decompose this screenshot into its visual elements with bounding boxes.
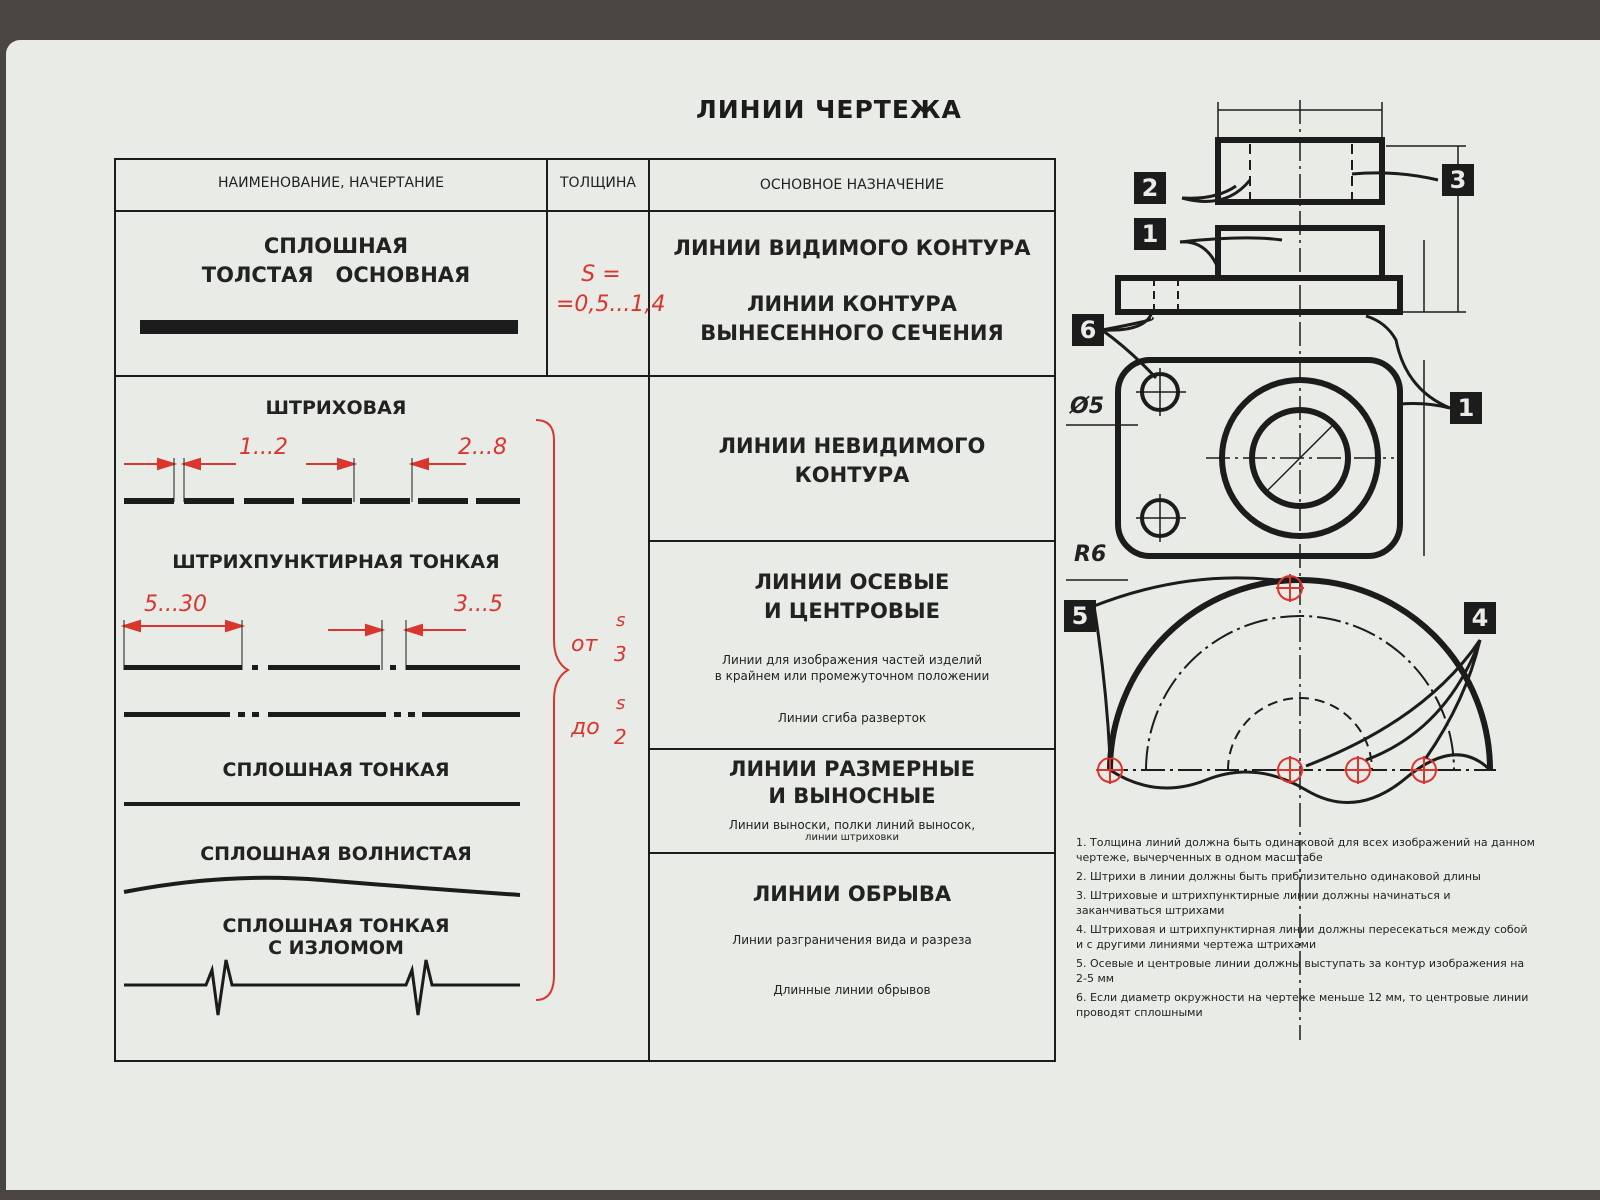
thin-thickness-s1: s [616,610,626,631]
dashed-dim1: 1...2 [239,435,288,460]
thin-thickness-d2: 2 [614,725,627,749]
wavy-name: СПЛОШНАЯ ВОЛНИСТАЯ [200,843,472,865]
thin-thickness-to: до [571,715,600,740]
header-thickness: ТОЛЩИНА [560,175,636,191]
purpose-section-contour: ЛИНИИ КОНТУРА ВЫНЕСЕННОГО СЕЧЕНИЯ [700,292,1004,345]
purpose-axial-lines: ЛИНИИ ОСЕВЫЕ И ЦЕНТРОВЫЕ [754,570,950,623]
line-types-table: НАИМЕНОВАНИЕ, НАЧЕРТАНИЕ ТОЛЩИНА ОСНОВНО… [114,158,1056,1062]
note-3: 3. Штриховые и штрихпунктирные линии дол… [1076,889,1451,917]
label-1-side: 1 [1450,392,1482,424]
purpose-visible-contour: ЛИНИИ ВИДИМОГО КОНТУРА [673,236,1031,260]
thin-thickness-d3: 3 [614,642,627,666]
dashdot-dim2: 3...5 [454,592,503,617]
dashdot-dim1: 5...30 [144,592,207,617]
diameter-label: Ø5 [1070,394,1105,419]
solid-thin-name: СПЛОШНАЯ ТОНКАЯ [222,759,450,781]
label-6: 6 [1072,314,1104,346]
poster-title: ЛИНИИ ЧЕРТЕЖА [696,95,962,124]
purpose-dimension-lines: ЛИНИИ РАЗМЕРНЫЕ И ВЫНОСНЫЕ [729,757,975,808]
label-5: 5 [1064,600,1096,632]
solid-thin-sample [124,802,520,806]
note-2: 2. Штрихи в линии должны быть приблизите… [1076,870,1481,883]
label-3: 3 [1442,164,1474,196]
note-6: 6. Если диаметр окружности на чертеже ме… [1076,991,1529,1019]
thin-thickness-from: от [571,632,598,657]
center-marks [1096,574,1438,784]
part-front-view [1115,100,1466,1040]
solid-thick-name: СПЛОШНАЯ ТОЛСТАЯ ОСНОВНАЯ [201,234,471,287]
dashdot-dimension-marks [120,619,466,670]
poster-sheet: ЛИНИИ ЧЕРТЕЖА НАИМЕНОВАНИЕ, НАЧЕРТАНИЕ Т… [6,40,1600,1190]
zigzag-name: СПЛОШНАЯ ТОНКАЯ С ИЗЛОМОМ [222,915,450,959]
purpose-hatching-lines: линии штриховки [805,832,899,843]
thin-lines-brace [535,419,571,1001]
notes-list: 1. Толщина линий должна быть одинаковой … [1076,835,1536,1024]
dashed-sample [124,498,520,504]
dashdot-name: ШТРИХПУНКТИРНАЯ ТОНКАЯ [172,551,500,573]
dashed-dim2: 2...8 [458,435,507,460]
thin-thickness-s2: s [616,693,626,714]
dashed-dimension-marks [124,457,466,502]
purpose-long-break-lines: Длинные линии обрывов [773,983,931,997]
purpose-view-section-boundary: Линии разграничения вида и разреза [732,933,972,947]
radius-label: R6 [1074,542,1107,567]
part-plan-view [1066,357,1425,581]
purpose-hidden-contour: ЛИНИИ НЕВИДИМОГО КОНТУРА [718,434,986,487]
wavy-sample [123,875,521,897]
purpose-fold-lines: Линии сгиба разверток [777,711,927,725]
purpose-parts-position: Линии для изображения частей изделий в к… [714,653,990,683]
purpose-break-lines: ЛИНИИ ОБРЫВА [752,882,952,906]
dashdot-sample-2 [124,712,520,717]
solid-thick-sample [140,320,518,334]
note-5: 5. Осевые и центровые линии должны высту… [1076,957,1525,985]
label-4: 4 [1464,602,1496,634]
label-1-top: 1 [1134,218,1166,250]
dashdot-sample-1 [124,665,520,670]
leader-lines [1092,171,1482,768]
label-2: 2 [1134,172,1166,204]
zigzag-sample [124,959,520,1016]
purpose-leader-lines: Линии выноски, полки линий выносок, [728,818,976,832]
dashed-name: ШТРИХОВАЯ [265,397,407,419]
note-1: 1. Толщина линий должна быть одинаковой … [1076,836,1535,864]
header-purpose: ОСНОВНОЕ НАЗНАЧЕНИЕ [759,177,945,193]
line-samples-and-drawing [120,100,1496,1040]
header-name: НАИМЕНОВАНИЕ, НАЧЕРТАНИЕ [218,175,444,191]
note-4: 4. Штриховая и штрихпунктирная линии дол… [1076,923,1528,951]
